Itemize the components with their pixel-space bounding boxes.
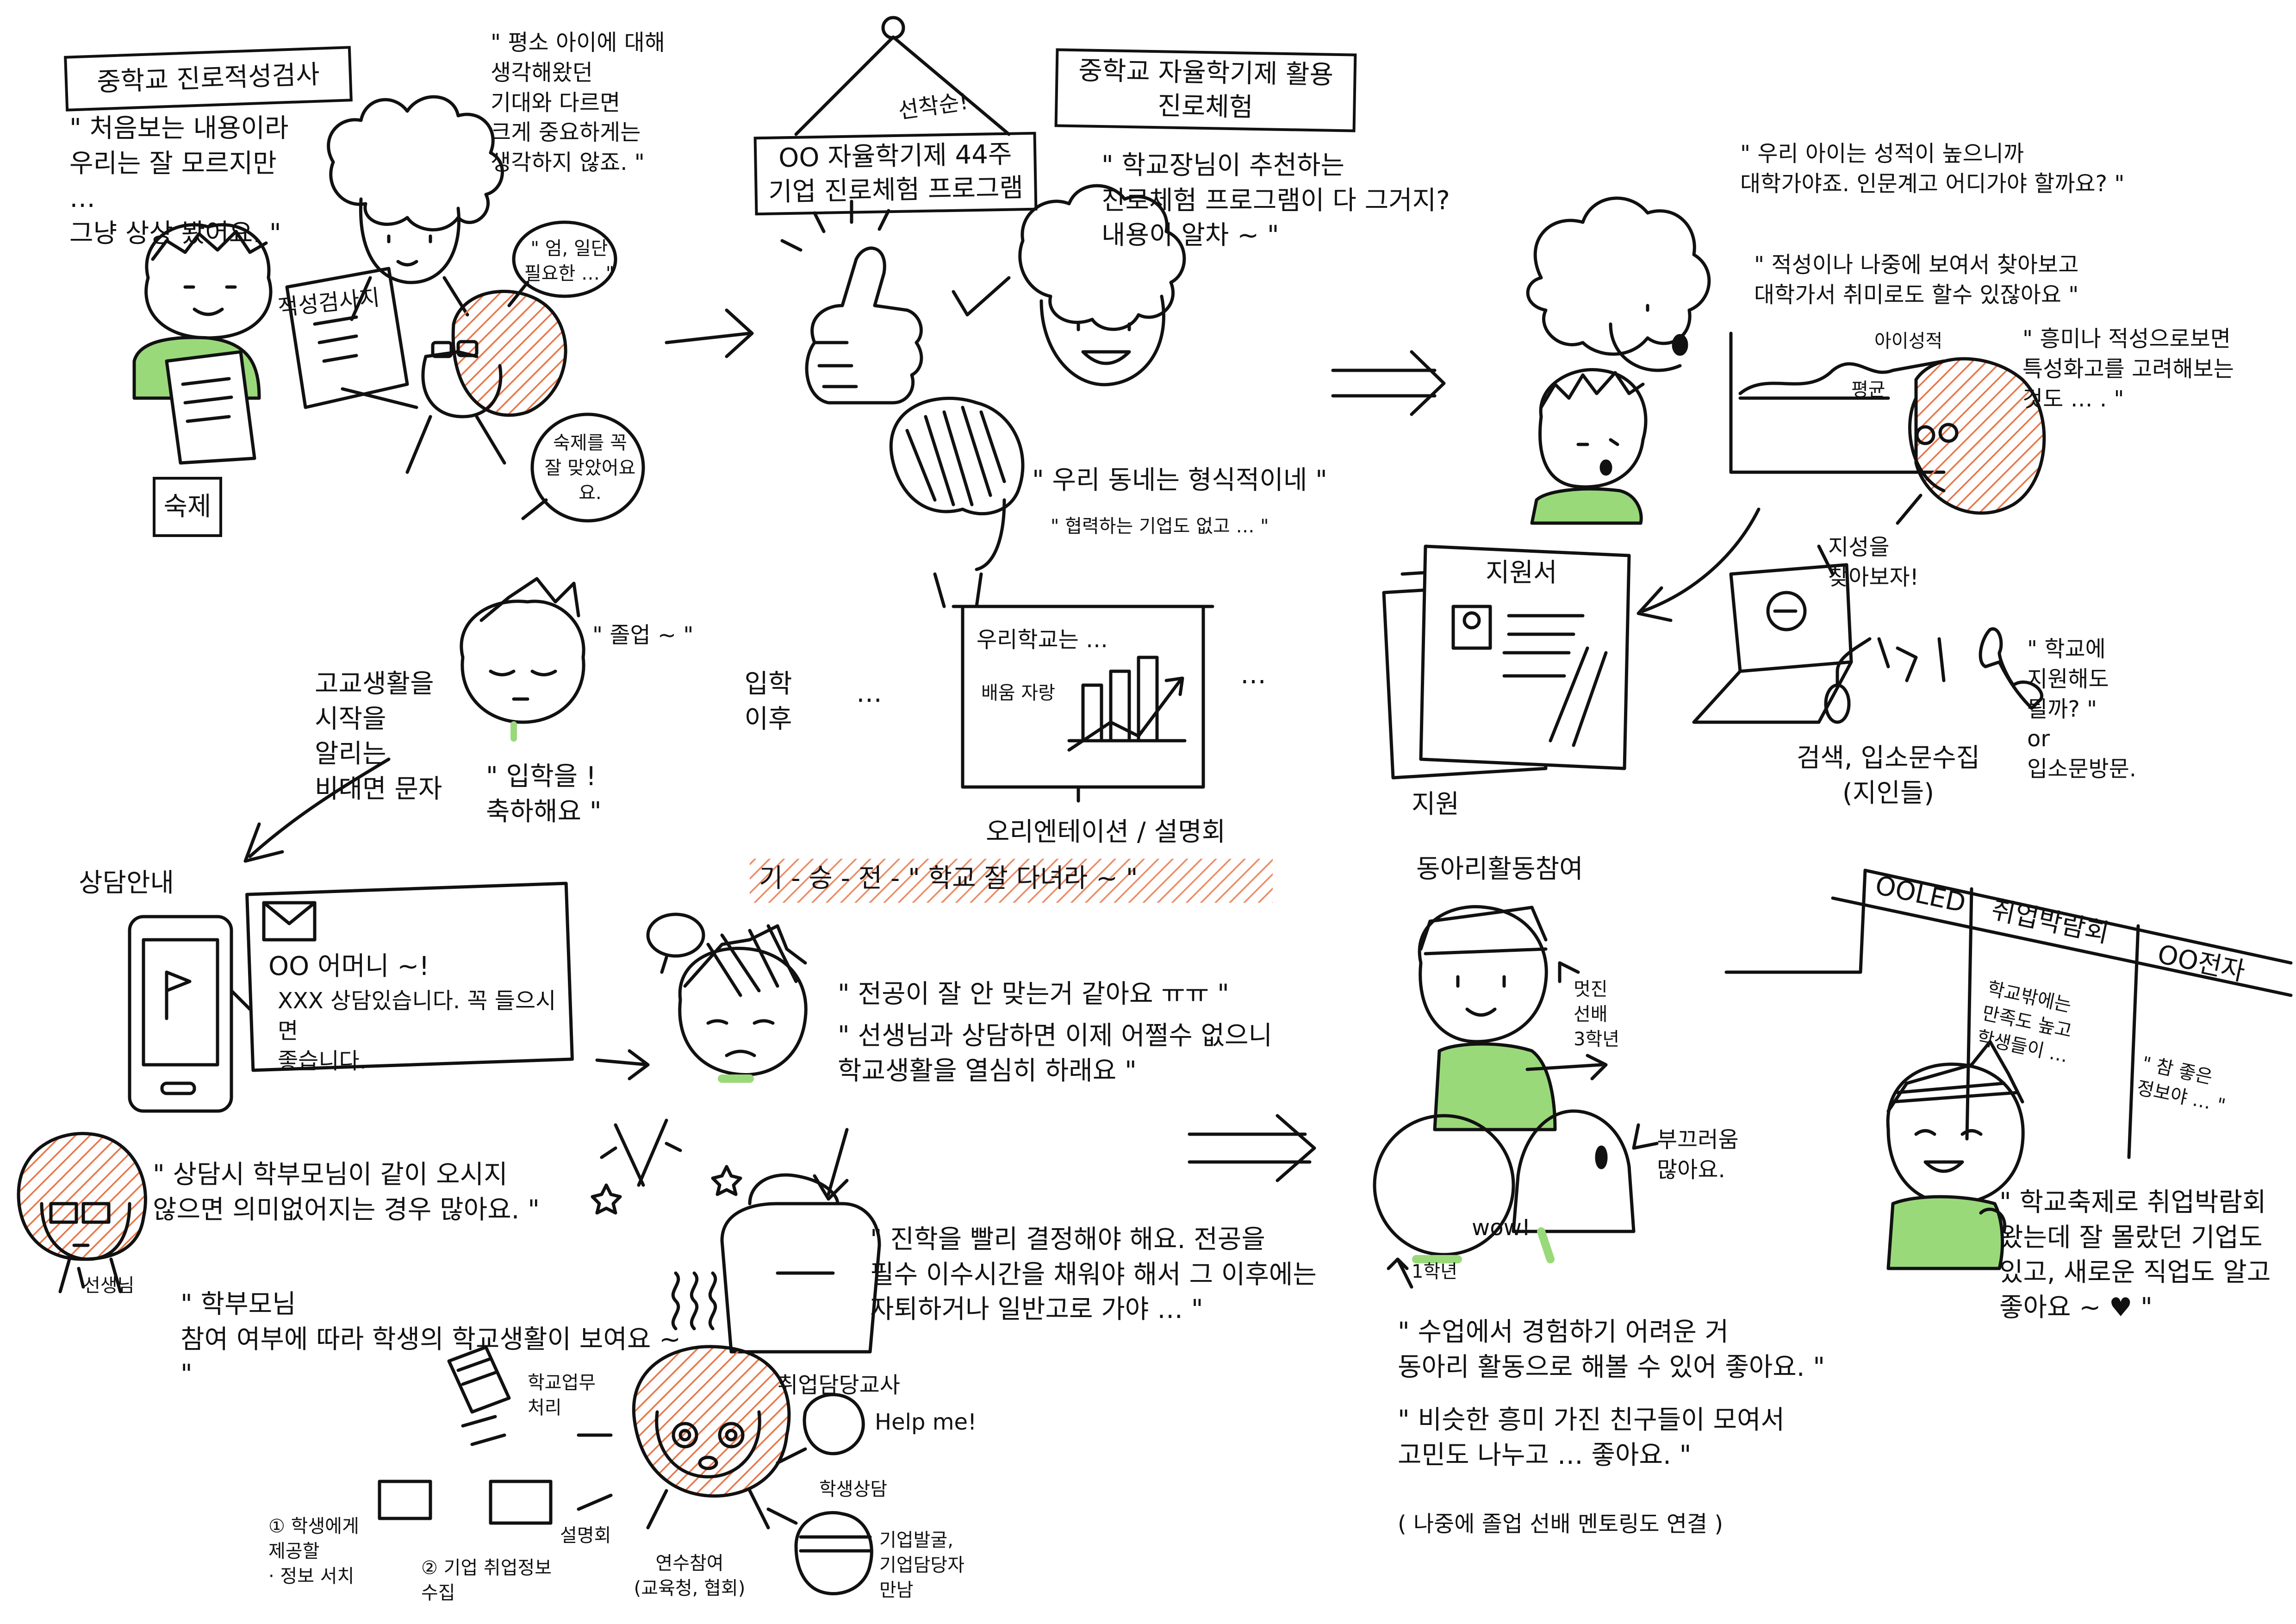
fair-quote: " 학교축제로 취업박람회 왔는데 잘 몰랐던 기업도 있고, 새로운 직업도 … bbox=[1999, 1187, 2271, 1323]
teacher-hair bbox=[1018, 184, 1186, 331]
message-line1: OO 어머니 ~! bbox=[268, 951, 429, 981]
senior-student bbox=[1418, 905, 1548, 1043]
quote-counsel2: " 학부모님 참여 여부에 따라 학생의 학교생활이 보여요 ~ " bbox=[180, 1289, 681, 1390]
phone-icon bbox=[1979, 627, 2044, 710]
task-training: 연수참여 (교육청, 협회) bbox=[634, 1553, 746, 1599]
chart-label-mid: 평균 bbox=[1851, 379, 1885, 400]
thumbs-up bbox=[805, 246, 923, 405]
club-quote1: " 수업에서 경험하기 어려운 거 동아리 활동으로 해볼 수 있어 좋아요. … bbox=[1398, 1317, 1825, 1382]
visitor-shirt bbox=[1886, 1195, 2004, 1270]
club-title: 동아리활동참여 bbox=[1416, 854, 1583, 884]
task-school-work: 학교업무 처리 bbox=[528, 1372, 596, 1418]
panel5-drawing bbox=[1373, 905, 1659, 1289]
quote-sleepy: " 졸업 ~ " bbox=[592, 622, 694, 648]
panel1-title: 중학교 진로적성검사 bbox=[64, 46, 353, 112]
phone-device bbox=[128, 915, 233, 1113]
counselor-quote: " 흥미나 적성으로보면 특성화고를 고려해보는 것도 … . " bbox=[2022, 326, 2234, 412]
panel3-drawing bbox=[1382, 196, 2046, 780]
sign-line2: 기업 진로체험 프로그램 bbox=[768, 173, 1024, 207]
teacher-role: 취업담당교사 bbox=[778, 1372, 900, 1398]
task-job-info: ② 기업 취업정보 수집 bbox=[421, 1557, 552, 1604]
career-teacher bbox=[632, 1345, 791, 1498]
mom-hair bbox=[1526, 196, 1711, 356]
quote-student: " 처음보는 내용이라 우리는 잘 모르지만 … 그냥 상상 봤어요. " bbox=[69, 113, 289, 249]
panel2-drawing bbox=[780, 16, 1214, 803]
quote-parent: " 평소 아이에 대해 생각해왔던 기대와 다르면 크게 중요하게는 생각하지 … bbox=[491, 30, 665, 176]
quote-future: " 진학을 빨리 결정해야 해요. 전공을 필수 이수시간을 채워야 해서 그 … bbox=[870, 1224, 1317, 1325]
junior-head bbox=[1373, 1114, 1515, 1256]
phone-quote: " 학교에 지원해도 될까? " or 입소문방문. bbox=[2027, 636, 2137, 782]
counsel-label: 상담안내 bbox=[79, 868, 174, 898]
panel4-drawing bbox=[17, 859, 1273, 1595]
quote-student2: " 선생님과 상담하면 이제 어쩔수 없으니 학교생활을 열심히 하래요 " bbox=[838, 1021, 1273, 1086]
task-briefing: 설명회 bbox=[560, 1525, 611, 1546]
parent-hair bbox=[327, 95, 504, 231]
arrow-3 bbox=[1636, 507, 1761, 622]
program-sign: OO 자율학기제 44주 기업 진로체험 프로그램 bbox=[753, 131, 1038, 216]
sleepy-kid-head bbox=[460, 600, 585, 724]
middle-left-drawing bbox=[243, 577, 585, 863]
homework-box: 숙제 bbox=[153, 477, 222, 537]
chart-label-top: 아이성적 bbox=[1874, 331, 1943, 352]
kid-hair bbox=[451, 289, 567, 417]
panel6-drawing bbox=[1724, 868, 2293, 1270]
help-text: Help me! bbox=[875, 1409, 977, 1435]
board-title: 우리학교는 … bbox=[977, 627, 1108, 653]
arrow-4 bbox=[243, 757, 391, 863]
quote-teacher2: " 협력하는 기업도 없고 … " bbox=[1051, 516, 1269, 537]
club-note: ( 나중에 졸업 선배 멘토링도 연결 ) bbox=[1398, 1511, 1724, 1537]
teacher-label: 선생님 bbox=[83, 1275, 135, 1296]
junior-label: 1학년 bbox=[1412, 1261, 1458, 1282]
teacher2-hair bbox=[889, 396, 1025, 516]
senior-shirt bbox=[1433, 1042, 1557, 1131]
apply-label: 지원 bbox=[1412, 789, 1460, 819]
laptop-note: 지성을 찾아보자! bbox=[1828, 534, 1919, 590]
bubble-bottom: 숙제를 꼭 잘 맞았어요 요. bbox=[544, 432, 636, 504]
enroll-label: 입학 이후 bbox=[744, 669, 792, 734]
doc-title: 지원서 bbox=[1486, 558, 1557, 588]
panel2-title: 중학교 자율학기제 활용 진로체험 bbox=[1054, 48, 1357, 132]
search-label: 검색, 입소문수집 (지인들) bbox=[1796, 743, 1980, 808]
banner: 기 - 승 - 전 - " 학교 잘 다녀라 ~ " bbox=[759, 863, 1138, 893]
application-doc bbox=[1419, 544, 1631, 770]
task-info-search: ① 학생에게 제공할 · 정보 서치 bbox=[268, 1516, 359, 1587]
task-counsel: 학생상담 bbox=[819, 1479, 888, 1500]
counsel-teacher bbox=[17, 1132, 147, 1261]
bubble-top: " 엄, 일단 필요한 … " bbox=[524, 238, 615, 284]
board-label: 배움 자랑 bbox=[981, 682, 1055, 704]
quote-main: " 학교장님이 추천하는 진로체험 프로그램이 다 그거지? 내용이 알차 ~ … bbox=[1101, 150, 1450, 251]
counselor-hair bbox=[1914, 357, 2046, 515]
quote-counsel1: " 상담시 학부모님이 같이 오시지 않으면 의미없어지는 경우 많아요. " bbox=[153, 1160, 540, 1225]
message-line2: XXX 상담있습니다. 꼭 들으시면 좋습니다. bbox=[278, 988, 556, 1074]
senior-note: 멋진 선배 3학년 bbox=[1574, 979, 1620, 1050]
wow-text: wow! bbox=[1472, 1215, 1531, 1241]
dots1: … bbox=[856, 678, 882, 708]
arrow-5 bbox=[1188, 1114, 1316, 1182]
student-head bbox=[144, 223, 273, 340]
highschool-note: 고교생활을 시작을 알리는 비대면 문자 bbox=[315, 669, 442, 804]
club-quote2: " 비슷한 흥미 가진 친구들이 모여서 고민도 나누고 … 좋아요. " bbox=[1398, 1405, 1785, 1470]
task-company: 기업발굴, 기업담당자 만남 bbox=[879, 1530, 964, 1601]
kid-shirt bbox=[1530, 487, 1643, 525]
panel1-drawing bbox=[132, 95, 645, 523]
mom-quote2: " 적성이나 나중에 보여서 찾아보고 대학가서 취미로도 할수 있잖아요 " bbox=[1754, 252, 2079, 308]
quote-teacher: " 우리 동네는 형식적이네 " bbox=[1032, 465, 1327, 495]
message-box bbox=[245, 881, 574, 1072]
backpack-icon bbox=[720, 1202, 881, 1354]
board-caption: 오리엔테이션 / 설명회 bbox=[986, 817, 1226, 847]
visitor-student bbox=[1886, 1062, 2025, 1206]
shy-note: 부끄러움 많아요. bbox=[1657, 1127, 1739, 1183]
mom-quote1: " 우리 아이는 성적이 높으니까 대학가야죠. 인문계고 어디가야 할까요? … bbox=[1740, 141, 2125, 197]
sign-line1: OO 자율학기제 44주 bbox=[778, 139, 1012, 174]
arrow-2 bbox=[1331, 350, 1446, 416]
shy-student bbox=[1512, 1109, 1636, 1233]
quote-welcome: " 입학을 ! 축하해요 " bbox=[486, 762, 602, 827]
dots2: … bbox=[1240, 660, 1266, 690]
arrow-1 bbox=[665, 308, 754, 358]
quote-student1: " 전공이 잘 안 맞는거 같아요 ㅠㅠ " bbox=[838, 979, 1229, 1009]
